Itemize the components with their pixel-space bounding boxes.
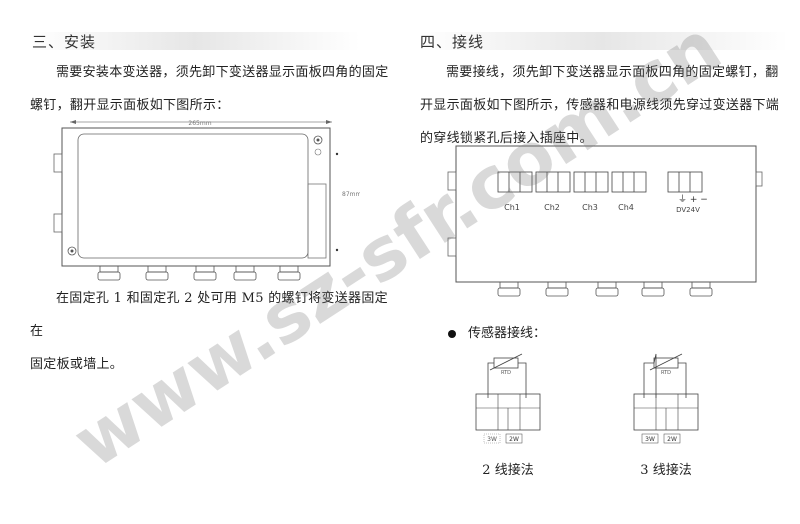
cable-gland [545,287,569,297]
enclosure-panel [77,133,309,259]
cable-gland [643,281,663,289]
mounting-paragraph-line-2: 固定板或墙上。 [30,357,124,372]
wiring-paragraph-line-1: 需要接线，须先卸下变送器显示面板四角的固定螺钉，翻 [446,65,779,80]
cable-gland [235,265,255,273]
caption-2-wire: 2 线接法 [482,463,534,478]
rtd-arrow [649,353,683,371]
rtd-arrow [489,353,523,371]
section-heading-install: 三、安装 [32,33,97,51]
terminal-2w-box [663,433,681,444]
mounting-hole-2 [313,135,323,145]
mounting-hole-1-center [70,249,74,253]
mounting-paragraph: 在固定孔 1 和固定孔 2 处可用 M5 的螺钉将变送器固定在 固定板或墙上。 [30,282,400,381]
cable-gland [689,287,713,297]
cable-gland [97,271,121,281]
install-paragraph: 需要安装本变送器，须先卸下变送器显示面板四角的固定 螺钉，翻开显示面板如下图所示… [30,56,400,122]
dimension-arrow-right [326,120,332,124]
side-dimension-label: 87mm [342,191,360,198]
cable-gland [277,271,301,281]
connector-ch1 [497,171,533,193]
side-tab-bottom [53,213,63,233]
cable-gland [499,281,519,289]
wiring-paragraph-line-2: 开显示面板如下图所示，传感器和电源线须先穿过变送器下端 [420,98,780,113]
cable-gland [641,287,665,297]
connector-ch3 [573,171,609,193]
terminal-3w-label: 3W [487,436,497,443]
mounting-hole-1 [67,246,77,256]
board-outer [455,145,757,283]
terminal-board-diagram: Ch1 Ch2 Ch3 Ch4 ⏚ + − DV24V [447,145,763,297]
install-paragraph-line-1: 需要安装本变送器，须先卸下变送器显示面板四角的固定 [56,65,389,80]
caption-3-wire: 3 线接法 [640,463,692,478]
sensor-wire [487,362,494,398]
cable-glands [97,265,301,281]
channel-connectors [497,171,703,193]
rtd-label: RTD [661,370,671,376]
sensor-wiring-bullet: 传感器接线： [448,322,546,341]
terminal-2w-label: 2W [509,436,519,443]
wiring-paragraph: 需要接线，须先卸下变送器显示面板四角的固定螺钉，翻 开显示面板如下图所示，传感器… [420,56,796,155]
rtd-label: RTD [501,370,511,376]
heading-band [30,32,360,50]
channel-label-ch4: Ch4 [618,203,634,212]
mounting-paragraph-line-1: 在固定孔 1 和固定孔 2 处可用 M5 的螺钉将变送器固定在 [30,291,388,339]
enclosure-diagram: 265mm 87mm [53,120,360,281]
wiring-paragraph-line-3: 的穿线锁紧孔后接入插座中。 [420,131,593,146]
side-tab-right [755,171,763,187]
side-tab-top [447,171,457,191]
enclosure-flange [307,183,327,259]
side-tab-bottom [447,237,457,257]
terminal-2w-label: 2W [667,436,677,443]
bullet-dot-icon [448,329,456,338]
dimension-arrow-left [70,120,76,124]
right-column: 四、接线 需要接线，须先卸下变送器显示面板四角的固定螺钉，翻 开显示面板如下图所… [400,0,800,524]
dimension-label: 265mm [188,120,211,127]
terminal-2w-box [505,433,523,444]
cable-gland [147,265,167,273]
terminal-3w-label: 3W [645,436,655,443]
cable-gland [595,287,619,297]
power-label: DV24V [676,206,700,214]
cable-gland [145,271,169,281]
cable-gland [691,281,711,289]
cable-gland [279,265,299,273]
terminal-3w-box [641,433,659,444]
sensor-wire [678,362,687,398]
marker-dot [335,152,339,156]
cable-gland [597,281,617,289]
sensor-wire [653,353,657,398]
sensor-wiring-label: 传感器接线： [468,326,547,341]
three-wire-diagram: RTD 3W 2W [633,353,699,444]
channel-label-ch3: Ch3 [582,203,598,212]
screw-hole [314,148,322,156]
left-column: 三、安装 需要安装本变送器，须先卸下变送器显示面板四角的固定 螺钉，翻开显示面板… [30,32,400,381]
sensor-wire [518,362,527,398]
side-tab-top [53,153,63,173]
cable-gland [547,281,567,289]
cable-gland [195,265,215,273]
cable-glands [497,281,713,297]
cable-gland [99,265,119,273]
connector-ch2 [535,171,571,193]
channel-label-ch2: Ch2 [544,203,560,212]
connector-ch4 [611,171,647,193]
cable-gland [233,271,257,281]
cable-gland [193,271,217,281]
mounting-hole-2-center [316,138,320,142]
install-paragraph-line-2: 螺钉，翻开显示面板如下图所示： [30,98,230,113]
two-wire-diagram: RTD 3W 2W [475,353,541,444]
marker-dot [335,248,339,252]
enclosure-outer [61,127,331,267]
connector-power [667,171,703,193]
cable-gland [497,287,521,297]
terminal-3w-box [483,433,501,444]
section-heading-wiring: 四、接线 [420,33,485,51]
heading-band [418,32,788,50]
power-polarity: ⏚ + − [678,194,708,205]
channel-label-ch1: Ch1 [504,203,520,212]
sensor-wire [643,362,654,398]
